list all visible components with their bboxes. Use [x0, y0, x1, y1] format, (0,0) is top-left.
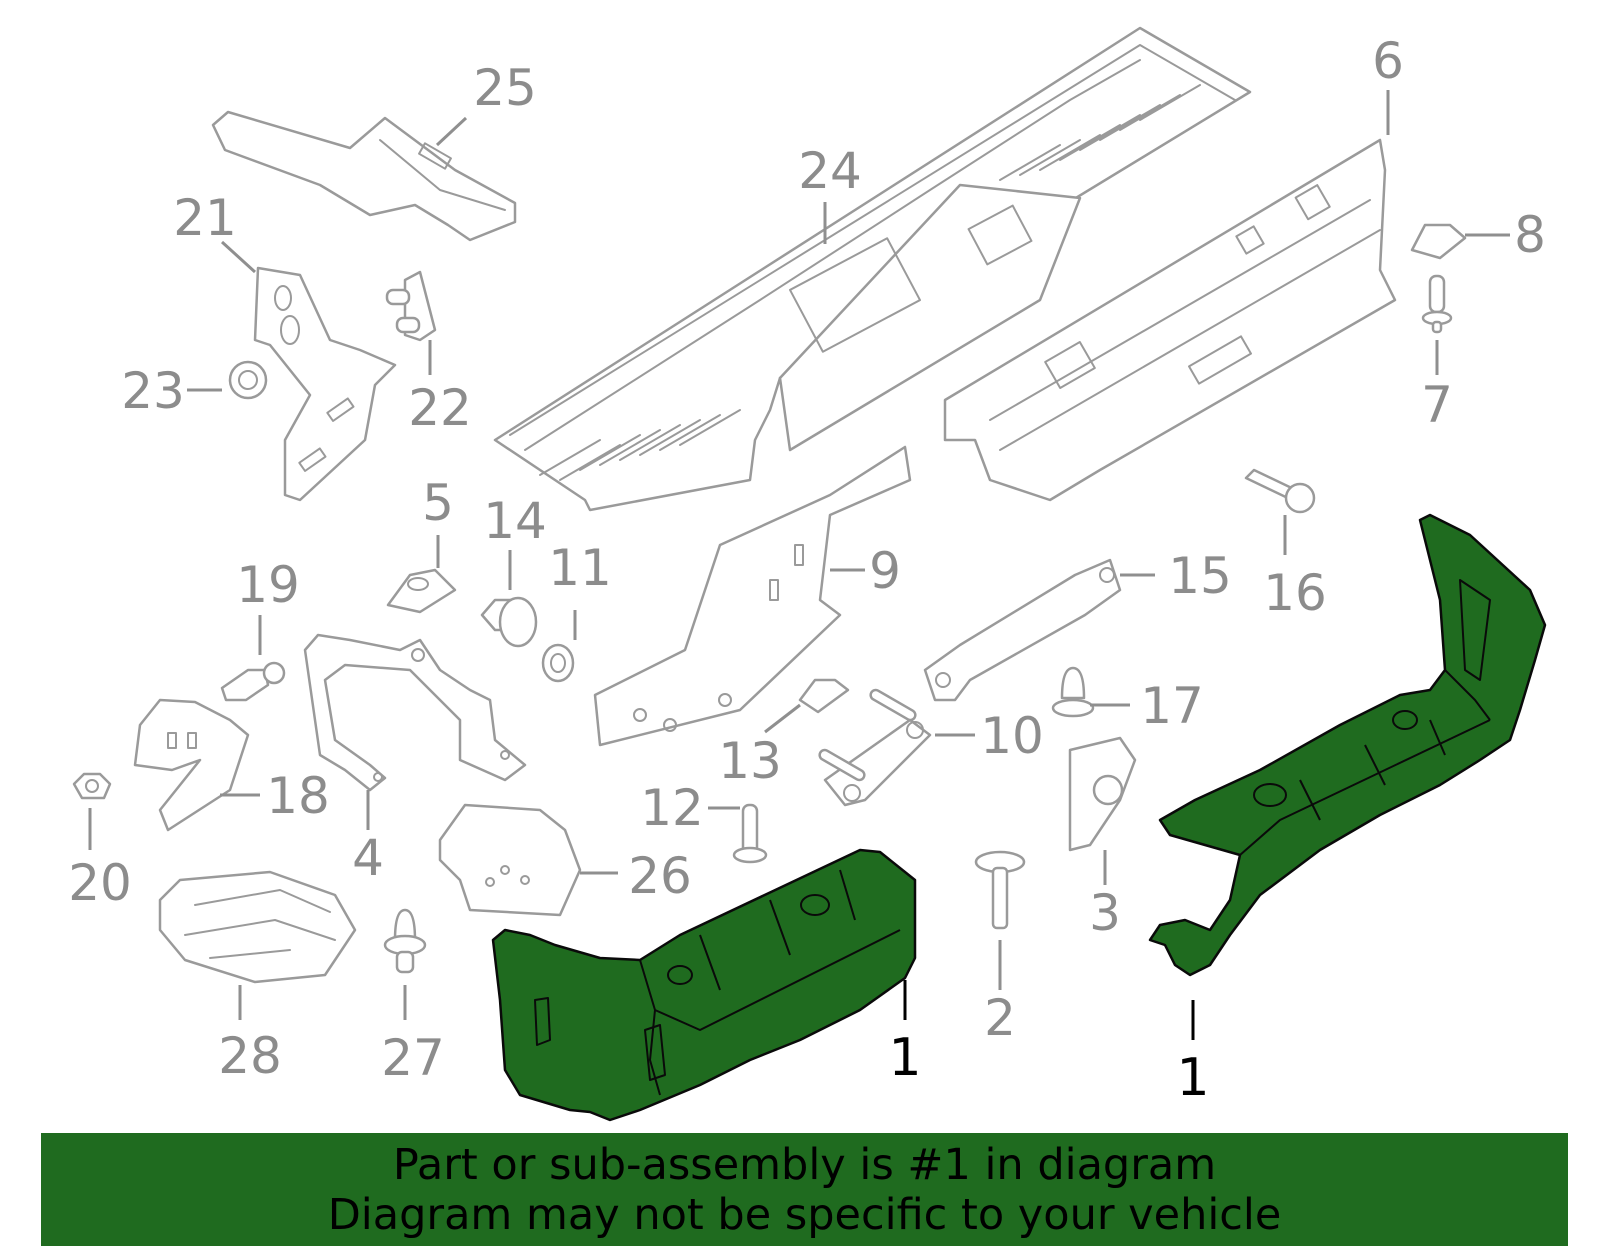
part-11-washer: [541, 643, 575, 683]
callout-8: 8: [1514, 206, 1546, 264]
part-21-bracket: [253, 266, 397, 502]
part-16-bolt: [1244, 468, 1316, 514]
part-18-bracket: [133, 698, 250, 832]
callout-labels: 1 1 2 3 4 5 6 7 8 9 10 11 12 13 14 15 16…: [68, 32, 1546, 1108]
callout-4: 4: [352, 829, 384, 887]
part-10-link: [818, 688, 932, 807]
part-24-bumper-step: [493, 26, 1252, 512]
callout-28: 28: [218, 1027, 282, 1085]
part-3-plate: [1068, 736, 1137, 852]
callout-10: 10: [980, 707, 1044, 765]
part-28-step-pad: [158, 870, 357, 984]
part-26-step-pad: [438, 803, 582, 917]
callout-5: 5: [422, 474, 454, 532]
part-19-bolt: [220, 661, 286, 702]
callout-11: 11: [548, 539, 612, 597]
callout-13: 13: [718, 732, 782, 790]
callout-20: 20: [68, 854, 132, 912]
part-17-push-clip: [1051, 666, 1095, 718]
part-22-stud-plate: [385, 270, 437, 342]
callout-1-left: 1: [888, 1028, 921, 1088]
part-9-bracket: [593, 445, 912, 747]
callout-27: 27: [381, 1029, 445, 1087]
part-23-bolt: [228, 360, 268, 400]
part-7-push-pin: [1421, 274, 1453, 334]
callout-22: 22: [408, 379, 472, 437]
callout-12: 12: [640, 779, 704, 837]
callout-17: 17: [1140, 677, 1204, 735]
part-4-hanger: [303, 633, 527, 792]
callout-7: 7: [1421, 376, 1453, 434]
part-14-nut: [480, 596, 538, 648]
callout-2: 2: [984, 989, 1016, 1047]
part-13-clip: [798, 678, 850, 714]
callout-3: 3: [1089, 884, 1121, 942]
info-banner: Part or sub-assembly is #1 in diagram Di…: [41, 1133, 1568, 1246]
part-5-clip-nut: [386, 568, 457, 614]
part-2-bolt: [974, 850, 1026, 930]
callout-16: 16: [1263, 564, 1327, 622]
part-8-clip: [1410, 223, 1467, 260]
banner-line-2: Diagram may not be specific to your vehi…: [327, 1189, 1282, 1240]
callout-24: 24: [798, 142, 862, 200]
part-25-bracket: [211, 110, 517, 242]
callout-19: 19: [236, 556, 300, 614]
part-20-nut: [72, 772, 112, 800]
part-1-right-highlighted: [1148, 513, 1547, 977]
callout-15: 15: [1168, 547, 1232, 605]
callout-14: 14: [483, 492, 547, 550]
callout-1-right: 1: [1176, 1048, 1209, 1108]
callout-9: 9: [869, 542, 901, 600]
part-27-retainer: [383, 908, 427, 974]
callout-6: 6: [1372, 32, 1404, 90]
banner-line-1: Part or sub-assembly is #1 in diagram: [392, 1139, 1217, 1190]
callout-25: 25: [473, 59, 537, 117]
leader-lines: [88, 90, 1510, 1040]
callout-23: 23: [121, 362, 185, 420]
callout-18: 18: [266, 767, 330, 825]
part-6-reinforcement: [943, 138, 1397, 502]
callout-26: 26: [628, 847, 692, 905]
part-15-arm: [923, 558, 1122, 702]
part-12-pin: [732, 803, 768, 864]
part-1-left-highlighted: [491, 848, 917, 1122]
callout-21: 21: [173, 189, 237, 247]
